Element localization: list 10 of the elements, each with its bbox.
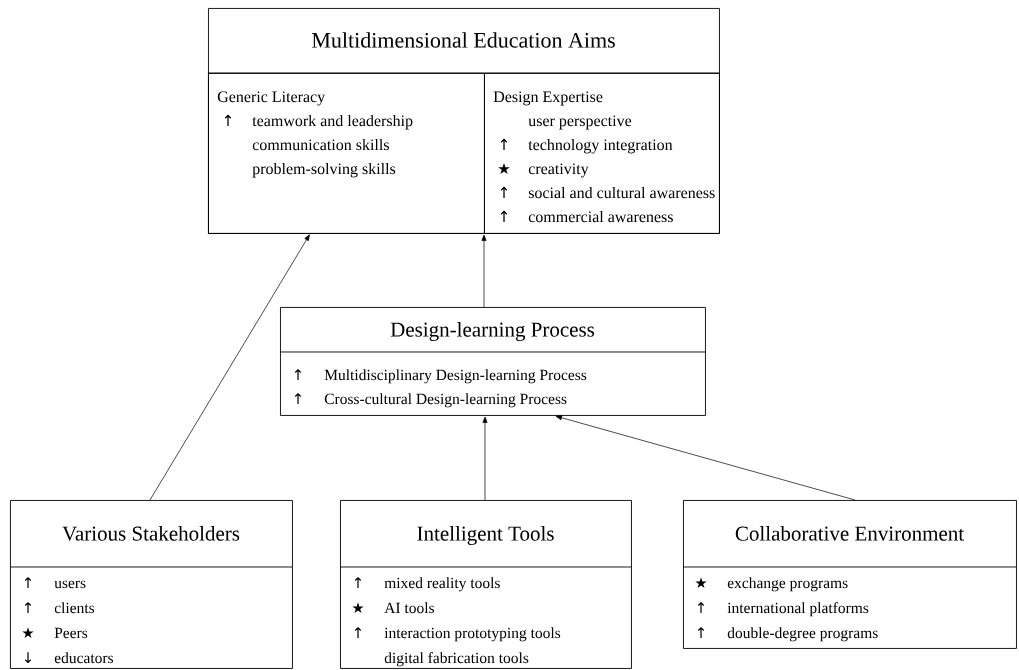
- factor-box: Various Stakeholders ↑ users ↑ clients ★ Peers ↓ educators: [9, 500, 293, 669]
- process-box: Design-learning Process ↑ Multidisciplinary Design-learning Process ↑ Cross-cultural Design-learning Process: [279, 307, 706, 416]
- factor-box: Collaborative Environment ★ exchange programs ↑ international platforms ↑ double-degree programs: [682, 500, 1017, 649]
- factor-box: Intelligent Tools ↑ mixed reality tools ★ AI tools ↑ interaction prototyping tools digital fabrication tools: [339, 500, 632, 669]
- arrow: [481, 234, 487, 308]
- aims-column: Design Expertise user perspective ↑ technology integration ★ creativity ↑ social and cultural awareness ↑ commercial awareness: [484, 73, 720, 234]
- arrow: [482, 416, 488, 501]
- arrow: [149, 234, 310, 501]
- arrow: [555, 415, 856, 501]
- aims-column: Generic Literacy ↑ teamwork and leadership communication skills problem-solving skills: [208, 73, 485, 234]
